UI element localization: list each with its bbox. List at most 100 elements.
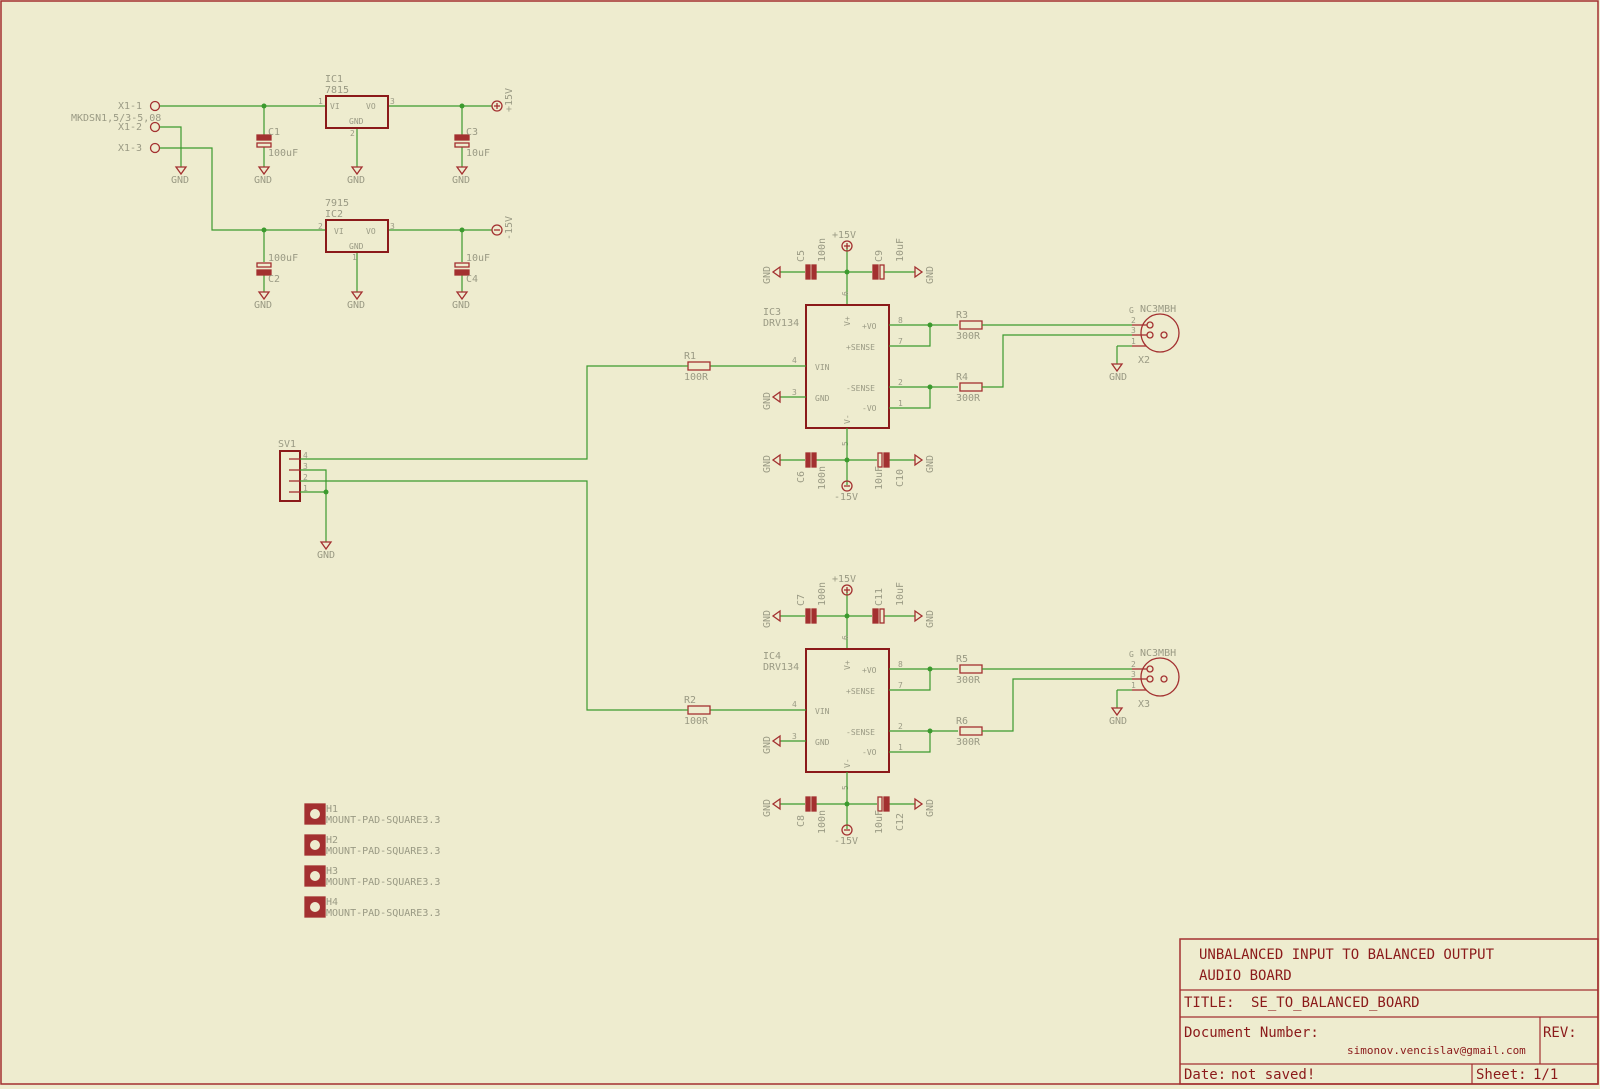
svg-text:300R: 300R [956, 737, 981, 748]
ic1-regulator[interactable]: VI VO GND 1 3 2 IC1 7815 [318, 74, 395, 138]
capacitor-c5[interactable]: C5 100n [796, 238, 828, 280]
svg-text:R5: R5 [956, 654, 968, 665]
resistor-r4[interactable]: R4 300R [956, 372, 983, 404]
svg-text:2: 2 [350, 129, 355, 138]
ic2-value: 7915 [325, 198, 349, 209]
mount-pads: H1 MOUNT-PAD-SQUARE3.3 H2 MOUNT-PAD-SQUA… [304, 803, 440, 919]
capacitor-c3[interactable]: C3 10uF [454, 127, 490, 159]
svg-text:100uF: 100uF [268, 253, 298, 264]
svg-text:GND: GND [347, 300, 365, 311]
svg-text:+SENSE: +SENSE [846, 343, 875, 352]
svg-text:1: 1 [1131, 681, 1136, 690]
svg-text:100R: 100R [684, 372, 709, 383]
driver-channel-2: +15V GND GND C7 100n C11 10uF IC4 DRV134… [682, 574, 1180, 847]
board-heading-line1: UNBALANCED INPUT TO BALANCED OUTPUT [1199, 947, 1495, 963]
svg-text:4: 4 [792, 356, 797, 365]
svg-text:GND: GND [317, 550, 335, 561]
power-section: X1-1 X1-2 X1-3 MKDSN1,5/3-5,08 VI VO GND [71, 74, 515, 311]
svg-text:GND: GND [1109, 716, 1127, 727]
resistor-r1[interactable]: R1 100R [684, 351, 711, 383]
resistor-r2[interactable]: R2 100R [684, 695, 711, 727]
svg-text:+15V: +15V [832, 574, 856, 585]
svg-text:10uF: 10uF [874, 466, 885, 490]
svg-text:R4: R4 [956, 372, 968, 383]
capacitor-c6[interactable]: C6 100n [796, 452, 828, 490]
svg-text:V-: V- [843, 414, 852, 424]
svg-text:H1: H1 [326, 804, 338, 815]
svg-text:GND: GND [452, 300, 470, 311]
svg-text:MOUNT-PAD-SQUARE3.3: MOUNT-PAD-SQUARE3.3 [326, 908, 440, 919]
svg-text:C8: C8 [796, 815, 807, 827]
svg-text:100n: 100n [817, 238, 828, 262]
mount-pad-h1[interactable]: H1 MOUNT-PAD-SQUARE3.3 [304, 803, 440, 826]
svg-text:10uF: 10uF [466, 253, 490, 264]
svg-text:R6: R6 [956, 716, 968, 727]
svg-text:100n: 100n [817, 810, 828, 834]
svg-text:GND: GND [254, 300, 272, 311]
ic4-drv134[interactable]: IC4 DRV134 V+ V- +VO +SENSE VIN GND -SEN… [763, 635, 903, 790]
xlr-connector-x3[interactable]: NC3MBH G 2 3 1 X3 [1129, 648, 1180, 710]
svg-text:7: 7 [898, 681, 903, 690]
capacitor-c12[interactable]: 10uF C12 [874, 796, 906, 834]
svg-text:MOUNT-PAD-SQUARE3.3: MOUNT-PAD-SQUARE3.3 [326, 815, 440, 826]
svg-text:V-: V- [843, 758, 852, 768]
capacitor-c11[interactable]: C11 10uF [872, 582, 906, 624]
svg-text:GND: GND [815, 394, 830, 403]
capacitor-c10[interactable]: 10uF C10 [874, 452, 906, 490]
svg-text:C6: C6 [796, 471, 807, 483]
svg-text:GND: GND [254, 175, 272, 186]
resistor-r5[interactable]: R5 300R [956, 654, 983, 686]
capacitor-c8[interactable]: C8 100n [796, 796, 828, 834]
svg-text:3: 3 [1131, 326, 1136, 335]
connector-x1[interactable]: X1-1 X1-2 X1-3 MKDSN1,5/3-5,08 [71, 100, 161, 154]
svg-text:1: 1 [303, 484, 308, 493]
rev-label: REV: [1543, 1025, 1577, 1041]
svg-text:GND: GND [925, 266, 936, 284]
svg-text:DRV134: DRV134 [763, 662, 799, 673]
svg-text:7: 7 [898, 337, 903, 346]
svg-text:H2: H2 [326, 835, 338, 846]
svg-text:NC3MBH: NC3MBH [1140, 648, 1176, 659]
svg-text:3: 3 [792, 388, 797, 397]
svg-text:1: 1 [352, 253, 357, 262]
ic1-value: 7815 [325, 85, 349, 96]
sheet-value: 1/1 [1533, 1067, 1558, 1083]
supply-minus15-output: -15V [491, 216, 515, 240]
svg-text:-SENSE: -SENSE [846, 728, 875, 737]
mount-pad-h3[interactable]: H3 MOUNT-PAD-SQUARE3.3 [304, 865, 440, 888]
x1-pin3-label: X1-3 [118, 143, 142, 154]
svg-text:C9: C9 [874, 250, 885, 262]
svg-text:5: 5 [841, 441, 850, 446]
svg-text:GND: GND [762, 610, 773, 628]
ic2-regulator[interactable]: VI VO GND 2 3 1 7915 IC2 [318, 198, 395, 262]
mount-pad-h2[interactable]: H2 MOUNT-PAD-SQUARE3.3 [304, 834, 440, 857]
svg-text:-SENSE: -SENSE [846, 384, 875, 393]
svg-text:3: 3 [390, 222, 395, 231]
svg-text:VO: VO [366, 102, 376, 111]
svg-text:-VO: -VO [862, 748, 877, 757]
connector-sv1[interactable]: SV1 4 3 2 1 [278, 439, 308, 502]
xlr-connector-x2[interactable]: NC3MBH G 2 3 1 X2 [1129, 304, 1180, 366]
resistor-r3[interactable]: R3 300R [956, 310, 983, 342]
svg-text:GND: GND [1109, 372, 1127, 383]
svg-text:GND: GND [349, 242, 364, 251]
svg-text:300R: 300R [956, 393, 981, 404]
resistor-r6[interactable]: R6 300R [956, 716, 983, 748]
capacitor-c9[interactable]: C9 10uF [872, 238, 906, 280]
mount-pad-h4[interactable]: H4 MOUNT-PAD-SQUARE3.3 [304, 896, 440, 919]
capacitor-c4[interactable]: 10uF C4 [454, 253, 490, 285]
svg-text:+SENSE: +SENSE [846, 687, 875, 696]
capacitor-c7[interactable]: C7 100n [796, 582, 828, 624]
ic3-drv134[interactable]: IC3 DRV134 V+ V- +VO +SENSE VIN GND -SEN… [763, 291, 903, 446]
capacitor-c2[interactable]: 100uF C2 [256, 253, 298, 285]
svg-text:1: 1 [898, 743, 903, 752]
svg-text:C2: C2 [268, 274, 280, 285]
capacitor-c1[interactable]: C1 100uF [256, 127, 298, 159]
svg-text:8: 8 [898, 316, 903, 325]
svg-text:GND: GND [762, 455, 773, 473]
svg-text:VI: VI [334, 227, 344, 236]
svg-text:GND: GND [171, 175, 189, 186]
svg-text:GND: GND [347, 175, 365, 186]
